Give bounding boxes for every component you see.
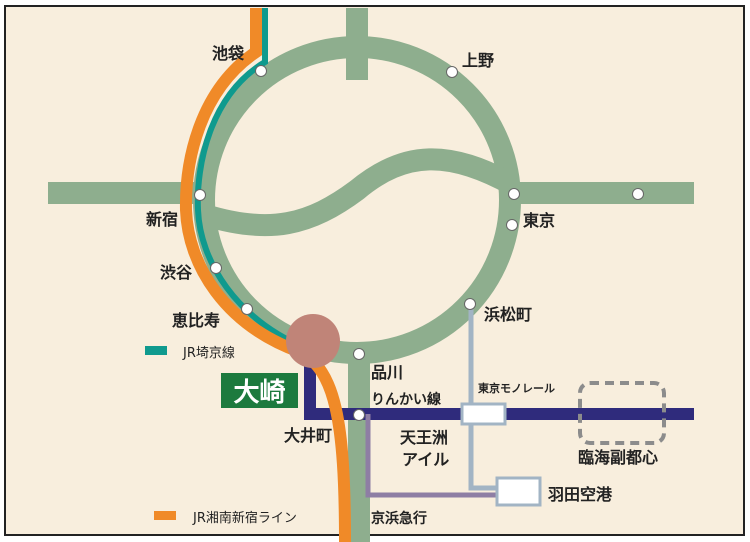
ikebukuro-station-dot[interactable] — [255, 65, 267, 77]
rinkai-line — [304, 350, 694, 420]
shinjuku-label: 新宿 — [146, 210, 178, 229]
tennozu-label-line1: 天王洲 — [400, 428, 448, 447]
rinkai-subcenter-area[interactable] — [578, 381, 666, 445]
keikyu-line — [365, 414, 498, 498]
shonan-shinjuku-line-path — [179, 8, 351, 542]
osaki-label-background — [221, 373, 298, 408]
hamamatsucho-station-dot[interactable] — [464, 298, 476, 310]
ueno-label: 上野 — [462, 51, 494, 70]
osaki-label: 大崎 — [233, 378, 285, 408]
east-line-station-dot[interactable] — [632, 188, 644, 200]
tokyo-station-dot[interactable] — [508, 188, 520, 200]
tokyo-label: 東京 — [523, 211, 555, 230]
rinkai-line-label: りんかい線 — [371, 391, 441, 408]
shibuya-station-dot[interactable] — [210, 262, 222, 274]
oimachi-station-dot[interactable] — [353, 409, 365, 421]
haneda-label: 羽田空港 — [548, 485, 613, 504]
tennozu-label-line2: アイル — [402, 450, 449, 469]
saikyo-legend-swatch — [145, 346, 167, 355]
oimachi-label: 大井町 — [284, 426, 332, 445]
tennozu-isle-station-box[interactable] — [460, 402, 507, 426]
ebisu-station-dot[interactable] — [241, 303, 253, 315]
saikyo-line-path — [194, 8, 312, 353]
ueno-station-dot[interactable] — [446, 66, 458, 78]
kanda-area-station-dot[interactable] — [506, 219, 518, 231]
keikyu-label: 京浜急行 — [371, 510, 427, 527]
shonan-legend-swatch — [154, 511, 176, 520]
rinkai-subcenter-label: 臨海副都心 — [578, 448, 658, 467]
shinagawa-station-dot[interactable] — [353, 348, 365, 360]
shinjuku-station-dot[interactable] — [194, 189, 206, 201]
map-background — [4, 5, 745, 536]
ikebukuro-label: 池袋 — [212, 44, 245, 63]
jr-line-center-curve — [201, 148, 519, 237]
shonan-legend-label: JR湘南新宿ライン — [192, 510, 297, 526]
shibuya-label: 渋谷 — [160, 263, 193, 282]
tokyo-monorail-line — [468, 305, 500, 491]
osaki-station-marker[interactable] — [286, 314, 340, 368]
shinagawa-label: 品川 — [371, 363, 403, 382]
haneda-airport-station-box[interactable] — [495, 476, 542, 507]
saikyo-legend-label: JR埼京線 — [182, 345, 235, 361]
ebisu-label: 恵比寿 — [172, 311, 220, 330]
monorail-label: 東京モノレール — [478, 381, 555, 395]
hamamatsucho-label: 浜松町 — [484, 305, 532, 324]
